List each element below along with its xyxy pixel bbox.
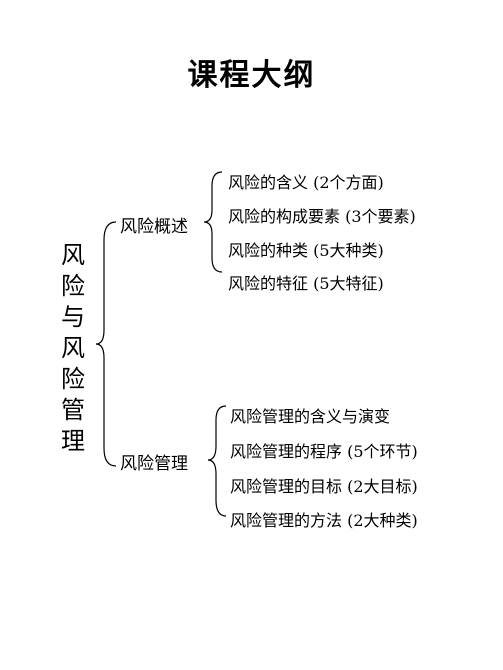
- root-char: 风: [61, 241, 85, 269]
- root-char: 险: [61, 365, 85, 393]
- branch-overview: 风险概述: [120, 217, 188, 237]
- leaf-item: 风险管理的程序 (5个环节): [230, 442, 418, 461]
- leaf-item: 风险的种类 (5大种类): [228, 241, 384, 260]
- branch-management: 风险管理: [120, 454, 188, 474]
- root-topic: 风 险 与 风 险 管 理: [58, 240, 88, 457]
- root-char: 与: [61, 303, 85, 331]
- leaf-item: 风险的构成要素 (3个要素): [228, 207, 416, 226]
- root-char: 风: [61, 334, 85, 362]
- branch-brace-overview: [203, 171, 223, 273]
- branch-brace-management: [207, 405, 227, 517]
- leaf-item: 风险管理的方法 (2大种类): [230, 511, 418, 530]
- leaf-item: 风险的特征 (5大特征): [228, 274, 384, 293]
- root-char: 险: [61, 272, 85, 300]
- page-title: 课程大纲: [187, 58, 316, 93]
- root-char: 管: [61, 396, 85, 424]
- root-char: 理: [61, 427, 85, 455]
- leaf-item: 风险管理的目标 (2大目标): [230, 477, 418, 496]
- leaf-item: 风险的含义 (2个方面): [228, 173, 384, 192]
- leaf-item: 风险管理的含义与演变: [230, 407, 391, 426]
- root-brace: [95, 221, 117, 467]
